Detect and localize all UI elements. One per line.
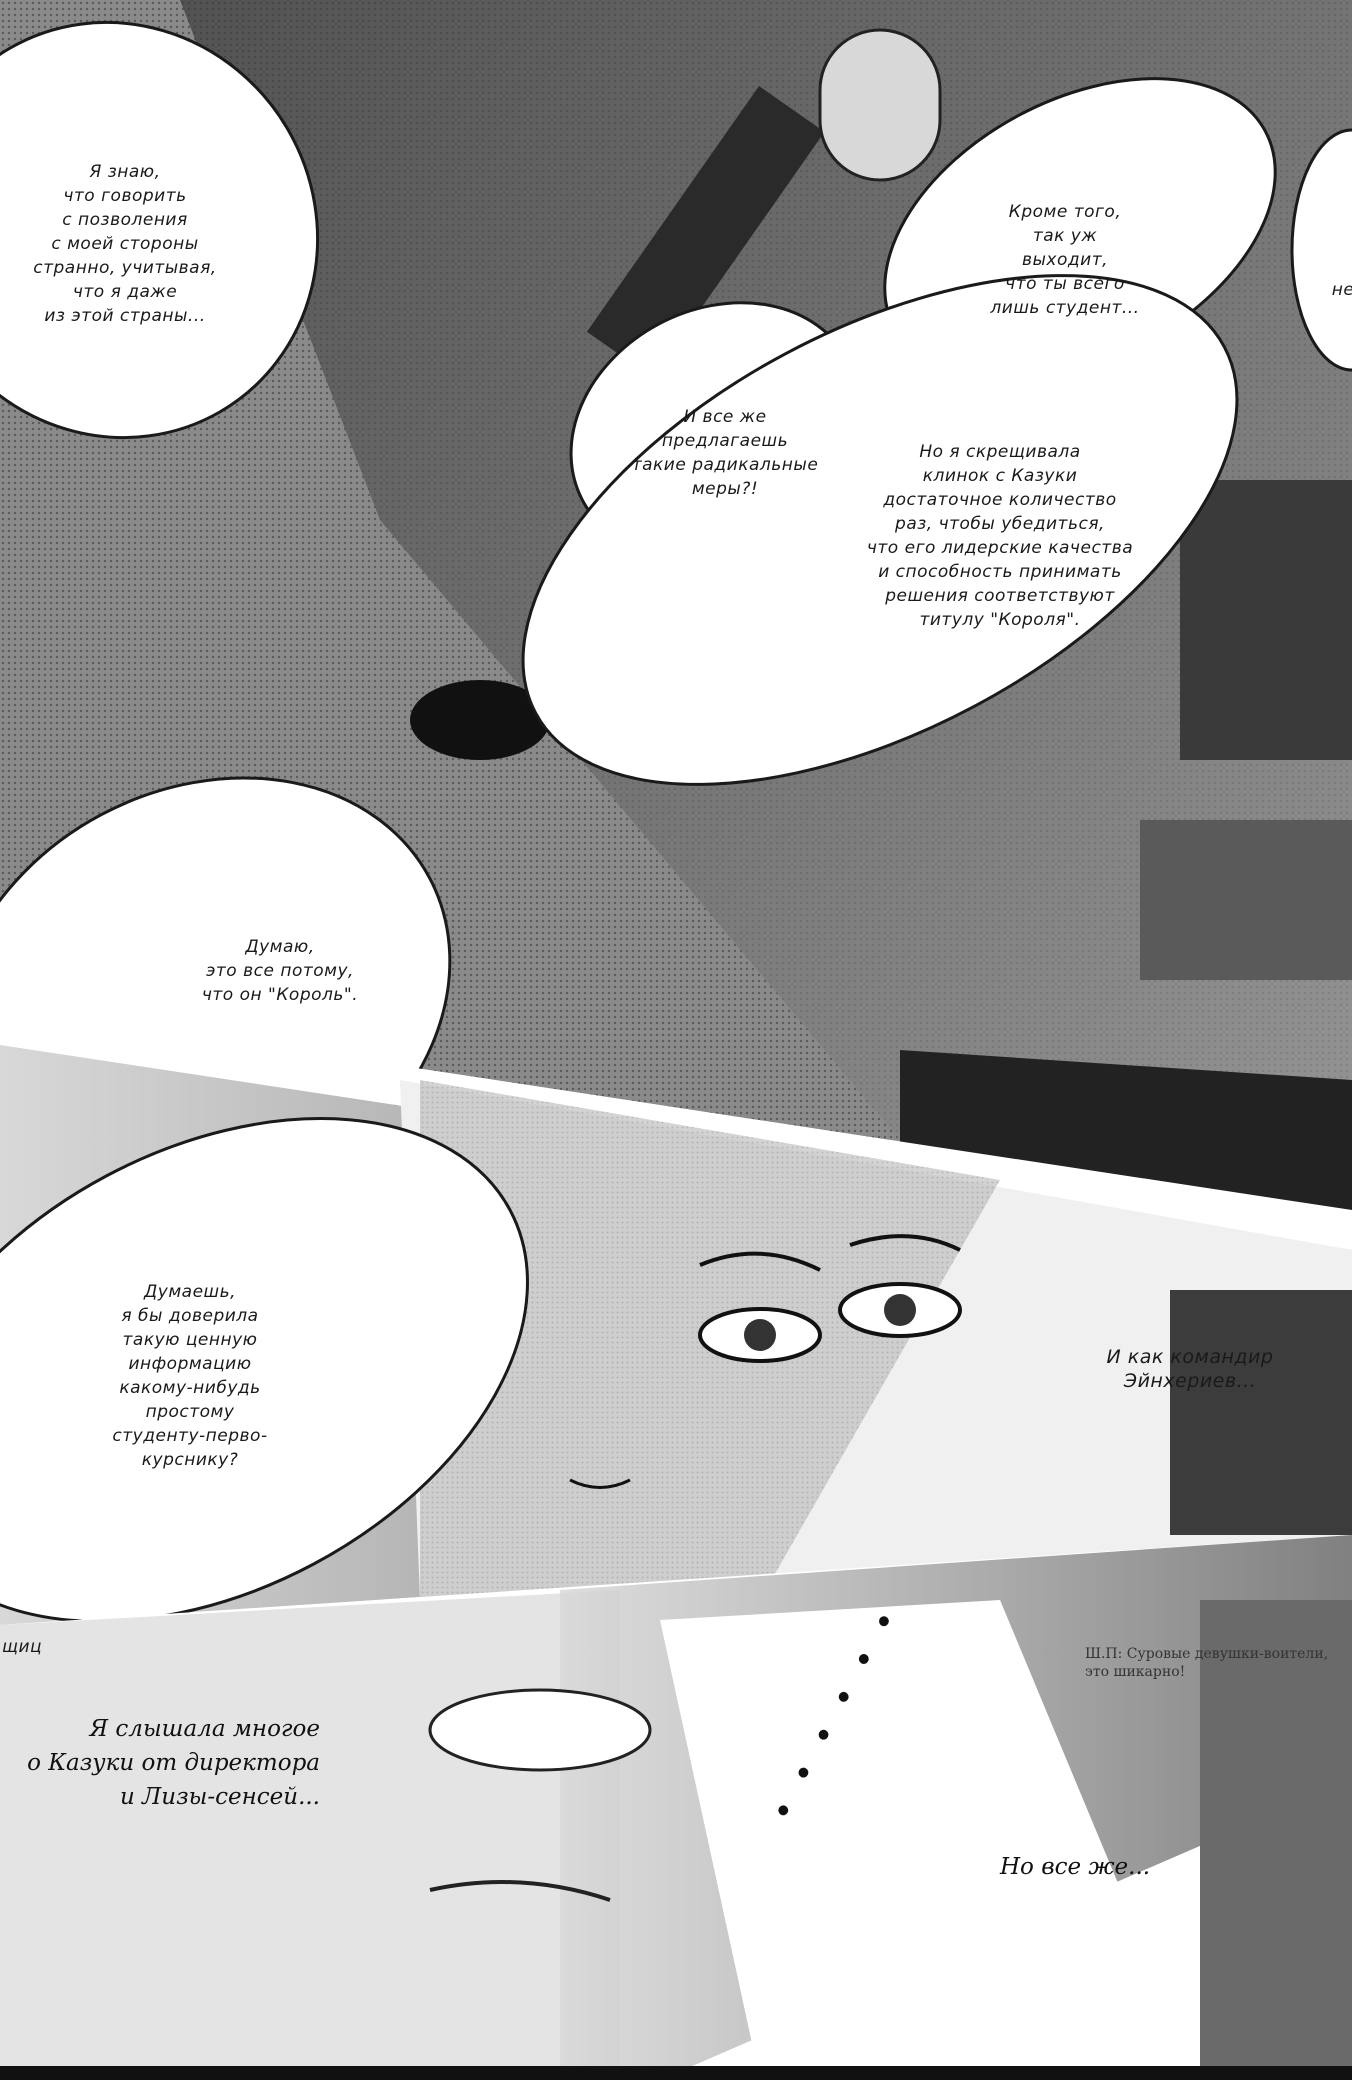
middle-bubble [0,1117,529,1623]
narration-left: Я слышала многое о Казуки от директора и… [27,1716,320,1810]
page-bottom-border [0,2066,1352,2080]
speech-bubble-1: Я знаю, что говорить с позволения с моей… [33,162,217,326]
speech-bubble-5: Думаю, это все потому, что он "Король". [201,937,359,1005]
speech-bubble-fragment-right: не [1331,280,1352,300]
speech-bubble-fragment-left: щиц [2,1637,43,1657]
narration-right: Но все же... [1000,1854,1151,1880]
speech-bubble-3: И все же предлагаешь такие радикальные м… [631,407,819,499]
speech-bubble-7: И как командир Эйнхериев... [1106,1346,1274,1392]
speech-bubble-4: Но я скрещивала клинок с Казуки достаточ… [866,442,1134,630]
speech-bubble-6: Думаешь, я бы доверила такую ценную инфо… [112,1282,268,1470]
speech-bubble-2: Кроме того, так уж выходит, что ты всего… [990,202,1140,318]
bottom-panel [0,1535,1352,2080]
translator-note: Ш.П: Суровые девушки-воители, это шикарн… [1085,1646,1329,1680]
